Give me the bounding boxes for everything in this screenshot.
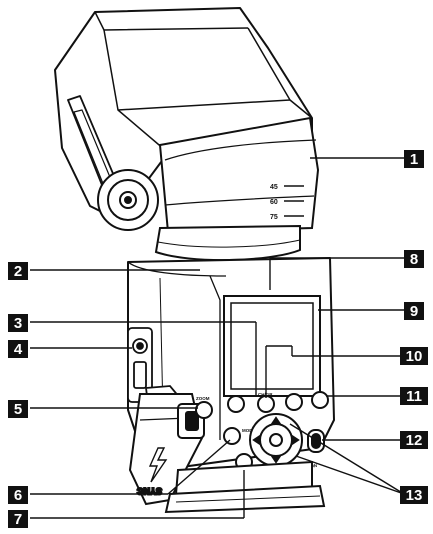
- button-mid[interactable]: [257, 395, 275, 413]
- callout-10: 10: [400, 347, 428, 365]
- svg-text:10: 10: [406, 348, 423, 365]
- button-zoom[interactable]: [195, 401, 213, 419]
- callout-4: 4: [8, 340, 28, 358]
- side-socket[interactable]: [133, 361, 147, 389]
- callout-6: 6: [8, 486, 28, 504]
- svg-text:3: 3: [14, 315, 22, 332]
- svg-text:8: 8: [410, 251, 418, 268]
- callout-13: 13: [400, 486, 428, 504]
- swivel-ring: [154, 224, 301, 262]
- tilt-neck: [158, 116, 320, 234]
- button-right[interactable]: [285, 393, 303, 411]
- svg-text:11: 11: [406, 388, 422, 405]
- callout-7: 7: [8, 510, 28, 528]
- svg-text:5: 5: [14, 401, 22, 418]
- svg-text:1: 1: [410, 151, 418, 168]
- callout-1: 1: [404, 150, 424, 168]
- svg-text:12: 12: [406, 432, 423, 449]
- lightning-bolt-icon: [148, 447, 168, 483]
- callout-8: 8: [404, 250, 424, 268]
- svg-text:13: 13: [406, 487, 423, 504]
- callout-3: 3: [8, 314, 28, 332]
- zoom-label: ZOOM: [196, 396, 210, 401]
- callout-2: 2: [8, 262, 28, 280]
- mode-label: MODE: [242, 428, 256, 433]
- button-11[interactable]: [311, 391, 329, 409]
- leader-lines: [30, 157, 405, 519]
- svg-text:2: 2: [14, 263, 22, 280]
- svg-text:6: 6: [14, 487, 22, 504]
- button-mode[interactable]: [223, 427, 241, 445]
- callout-9: 9: [404, 302, 424, 320]
- control-dial[interactable]: [249, 413, 303, 467]
- callout-labels: 1 2 3 4 5 6 7 8 9 10 11 12 13: [8, 150, 428, 528]
- scale-mark-60: 60: [270, 199, 278, 206]
- scale-mark-75: 75: [270, 214, 278, 221]
- scale-mark-45: 45: [270, 184, 278, 191]
- callout-5: 5: [8, 400, 28, 418]
- svg-text:4: 4: [14, 341, 23, 358]
- head-angle-scale: 45 60 75: [270, 184, 304, 221]
- button-ch-gr[interactable]: [227, 395, 245, 413]
- power-switch[interactable]: [307, 429, 325, 453]
- flash-head: [54, 7, 313, 221]
- callout-12: 12: [400, 431, 428, 449]
- swivel-knob: [97, 169, 159, 231]
- svg-text:9: 9: [410, 303, 418, 320]
- svg-text:7: 7: [14, 511, 22, 528]
- hot-shoe-foot: [164, 460, 326, 514]
- callout-11: 11: [400, 387, 428, 405]
